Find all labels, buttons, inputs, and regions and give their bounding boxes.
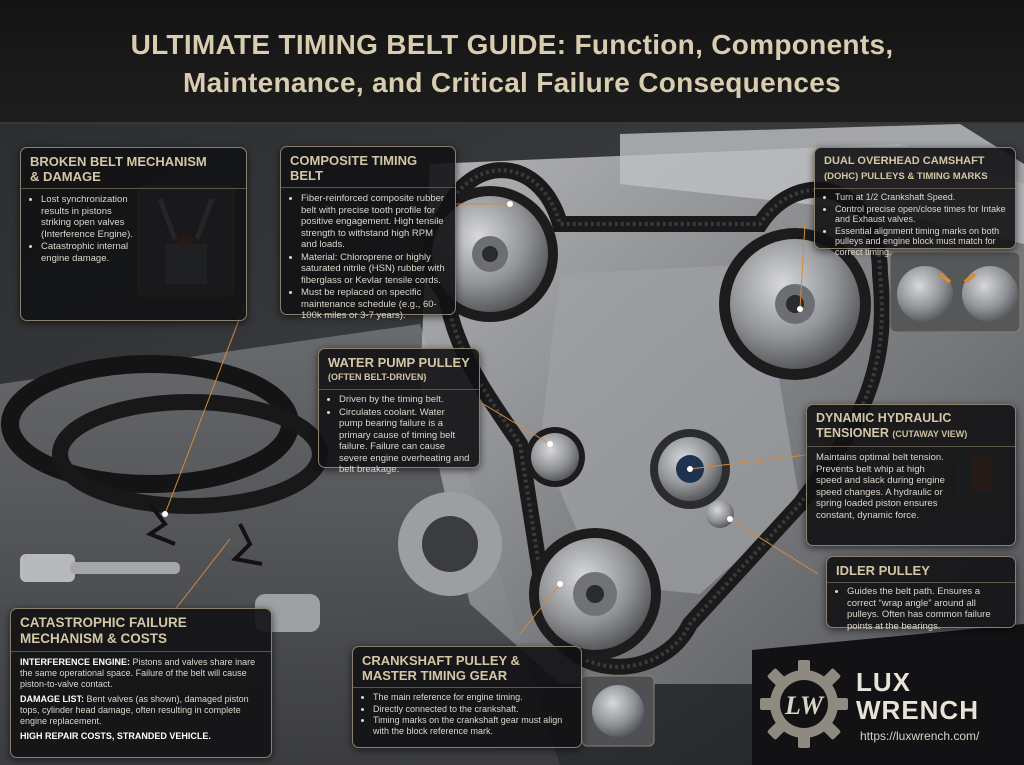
page-title: ULTIMATE TIMING BELT GUIDE: Function, Co…: [20, 26, 1004, 102]
panel-water-pump-title-line-1: WATER PUMP PULLEY: [328, 355, 470, 370]
panel-crankshaft-bullet-3: Timing marks on the crankshaft gear must…: [373, 715, 573, 736]
panel-broken-belt-title: BROKEN BELT MECHANISM & DAMAGE: [21, 148, 246, 189]
crankshaft-pulley: [529, 528, 661, 660]
panel-tensioner-title: DYNAMIC HYDRAULIC TENSIONER (CUTAWAY VIE…: [807, 405, 1015, 447]
panel-broken-belt-title-line-1: BROKEN BELT MECHANISM: [30, 154, 207, 169]
panel-tensioner-title-sub: (CUTAWAY VIEW): [892, 429, 968, 439]
panel-idler-bullet-1: Guides the belt path. Ensures a correct …: [847, 586, 1007, 632]
panel-crankshaft: CRANKSHAFT PULLEY & MASTER TIMING GEAR T…: [352, 646, 582, 748]
panel-dohc-title: DUAL OVERHEAD CAMSHAFT (DOHC) PULLEYS & …: [815, 148, 1015, 189]
cam-pulley-left: [422, 186, 558, 322]
panel-broken-belt: BROKEN BELT MECHANISM & DAMAGE Lost sync…: [20, 147, 247, 321]
page-title-line-2: Maintenance, and Critical Failure Conseq…: [183, 67, 841, 98]
panel-catastrophic-para-3-text: HIGH REPAIR COSTS, STRANDED VEHICLE.: [20, 731, 211, 741]
panel-catastrophic-para-3: HIGH REPAIR COSTS, STRANDED VEHICLE.: [20, 731, 262, 742]
panel-tensioner-text: Maintains optimal belt tension. Prevents…: [816, 452, 945, 521]
logo-monogram: LW: [784, 691, 825, 720]
panel-composite-belt-bullet-2: Material: Chloroprene or highly saturate…: [301, 252, 447, 287]
header-banner: ULTIMATE TIMING BELT GUIDE: Function, Co…: [0, 0, 1024, 124]
panel-composite-belt-bullet-3: Must be replaced on specific maintenance…: [301, 287, 447, 322]
panel-catastrophic-para-2-text: Bent valves (as shown), damaged piston t…: [20, 694, 249, 726]
panel-composite-belt-title: COMPOSITE TIMING BELT: [281, 147, 455, 188]
panel-crankshaft-bullet-1: The main reference for engine timing.: [373, 692, 573, 703]
panel-crankshaft-title: CRANKSHAFT PULLEY & MASTER TIMING GEAR: [353, 647, 581, 688]
brand-name-line-2: WRENCH: [856, 695, 979, 725]
panel-crankshaft-title-line-1: CRANKSHAFT PULLEY &: [362, 653, 520, 668]
panel-water-pump-title: WATER PUMP PULLEY (OFTEN BELT-DRIVEN): [319, 349, 479, 390]
panel-tensioner-title-line-1: DYNAMIC HYDRAULIC: [816, 411, 952, 425]
panel-dohc-title-line-1: DUAL OVERHEAD CAMSHAFT: [824, 155, 985, 167]
panel-catastrophic-title: CATASTROPHIC FAILURE MECHANISM & COSTS: [11, 609, 271, 652]
panel-composite-belt: COMPOSITE TIMING BELT Fiber-reinforced c…: [280, 146, 456, 321]
brand-block: LW LUX WRENCH https://luxwrench.com/: [752, 650, 1024, 765]
panel-crankshaft-bullet-2: Directly connected to the crankshaft.: [373, 704, 573, 715]
panel-broken-belt-bullet-2: Catastrophic internal engine damage.: [41, 241, 136, 264]
panel-catastrophic-para-2: DAMAGE LIST: Bent valves (as shown), dam…: [20, 694, 262, 727]
panel-dohc-title-line-2: (DOHC) PULLEYS & TIMING MARKS: [824, 171, 988, 182]
brand-name-line-1: LUX: [856, 667, 911, 697]
panel-idler-title: IDLER PULLEY: [827, 557, 1015, 583]
panel-broken-belt-bullet-1: Lost synchronization results in pistons …: [41, 194, 136, 240]
panel-tensioner-title-line-2: TENSIONER (CUTAWAY VIEW): [816, 426, 1006, 442]
page-title-line-1: ULTIMATE TIMING BELT GUIDE: Function, Co…: [130, 29, 894, 60]
panel-composite-belt-bullet-1: Fiber-reinforced composite rubber belt w…: [301, 193, 447, 251]
panel-catastrophic-failure: CATASTROPHIC FAILURE MECHANISM & COSTS I…: [10, 608, 272, 758]
panel-crankshaft-title-line-2: MASTER TIMING GEAR: [362, 668, 508, 683]
panel-tensioner-title-main: TENSIONER: [816, 426, 889, 440]
panel-idler: IDLER PULLEY Guides the belt path. Ensur…: [826, 556, 1016, 632]
gear-logo-icon: LW: [760, 660, 848, 748]
panel-tensioner: DYNAMIC HYDRAULIC TENSIONER (CUTAWAY VIE…: [806, 404, 1016, 546]
panel-catastrophic-title-line-2: MECHANISM & COSTS: [20, 631, 168, 646]
panel-dohc-bullet-1: Turn at 1/2 Crankshaft Speed.: [835, 192, 1007, 203]
panel-water-pump-bullet-1: Driven by the timing belt.: [339, 394, 471, 406]
panel-broken-belt-title-line-2: & DAMAGE: [30, 169, 101, 184]
panel-catastrophic-para-2-label: DAMAGE LIST:: [20, 694, 84, 704]
panel-water-pump: WATER PUMP PULLEY (OFTEN BELT-DRIVEN) Dr…: [318, 348, 480, 475]
panel-catastrophic-para-1: INTERFERENCE ENGINE: Pistons and valves …: [20, 657, 262, 690]
panel-water-pump-title-line-2: (OFTEN BELT-DRIVEN): [328, 372, 427, 382]
brand-url-link[interactable]: https://luxwrench.com/: [860, 729, 980, 743]
panel-dohc: DUAL OVERHEAD CAMSHAFT (DOHC) PULLEYS & …: [814, 147, 1016, 257]
panel-water-pump-bullet-2: Circulates coolant. Water pump bearing f…: [339, 407, 471, 476]
panel-dohc-bullet-2: Control precise open/close times for Int…: [835, 204, 1007, 225]
panel-catastrophic-title-line-1: CATASTROPHIC FAILURE: [20, 615, 187, 630]
panel-catastrophic-para-1-label: INTERFERENCE ENGINE:: [20, 657, 131, 667]
panel-dohc-bullet-3: Essential alignment timing marks on both…: [835, 226, 1007, 258]
panel-catastrophic-para-1-text: Pistons and valves share inare the same …: [20, 657, 256, 689]
panel-catastrophic-text: INTERFERENCE ENGINE: Pistons and valves …: [11, 652, 271, 747]
